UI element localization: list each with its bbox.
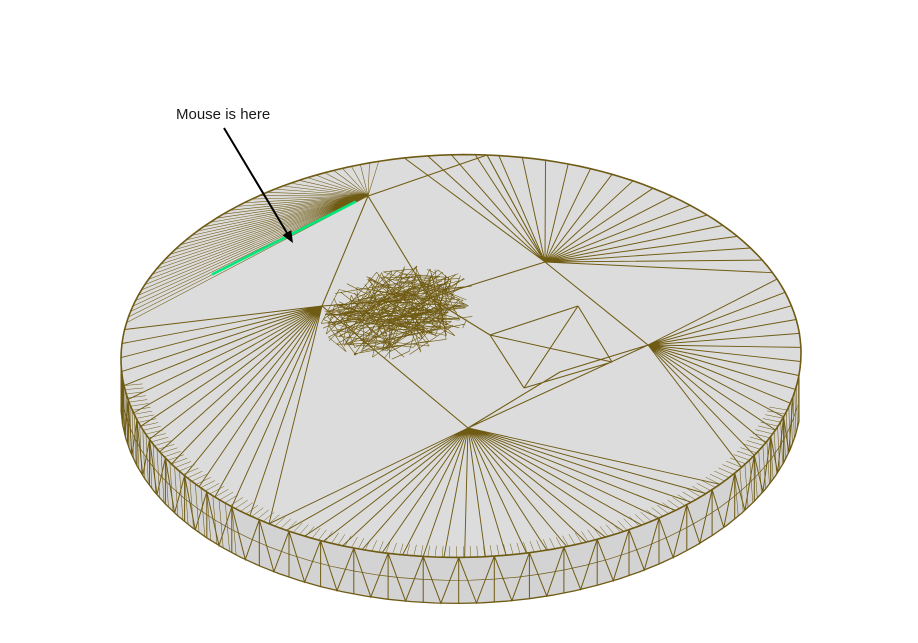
- annotation: Mouse is here: [176, 106, 293, 243]
- annotation-arrow: [223, 127, 288, 234]
- mesh-top-face: [120, 153, 802, 559]
- mesh-ornament-detail: [320, 265, 473, 360]
- highlighted-mesh-edge[interactable]: [211, 200, 357, 276]
- annotation-label: Mouse is here: [176, 106, 270, 123]
- mesh-edge-fillet: [123, 383, 788, 558]
- annotation-arrowhead: [282, 230, 293, 243]
- mesh-triangle-fans: [120, 154, 801, 558]
